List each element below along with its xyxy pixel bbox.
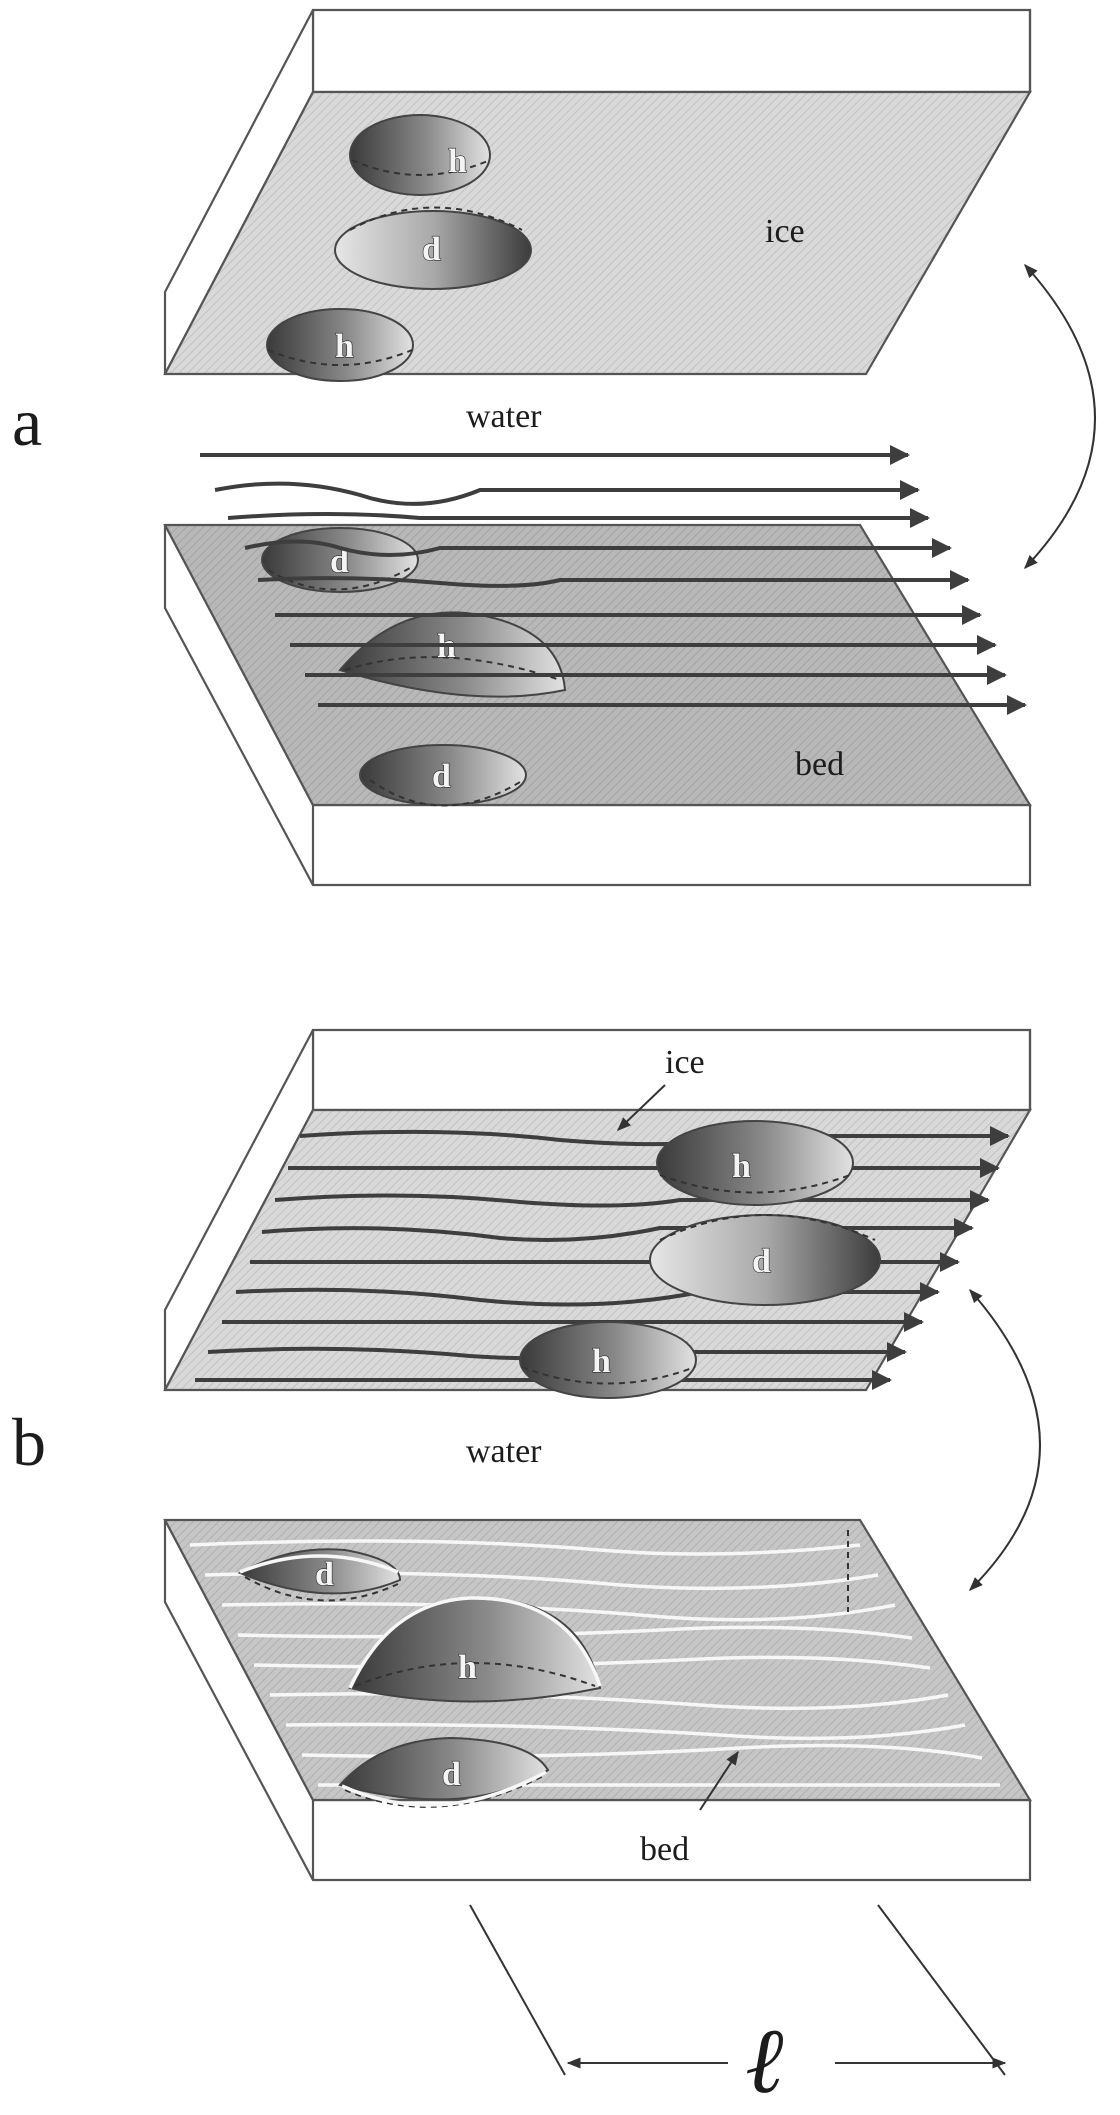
water-label-b: water [466, 1433, 542, 1470]
bed-flowline-3 [221, 1602, 896, 1622]
ice-blob-h-top-b: h [656, 1120, 854, 1206]
flowline-a-5 [257, 570, 970, 590]
bed-blob-h-mid-b-label: h [458, 1649, 477, 1686]
ice-slab-back-face [311, 8, 1032, 94]
ice-blob-h-bottom-b: h [519, 1321, 697, 1399]
bed-blob-d-bottom-b-label: d [442, 1756, 461, 1793]
ice-label-b: ice [665, 1044, 705, 1081]
ice-blob-h-top-b-label: h [732, 1148, 751, 1185]
bed-blob-d-top-b-label: d [315, 1556, 334, 1593]
length-label: ℓ [745, 2010, 783, 2112]
bed-surface-b [163, 1518, 1032, 1802]
flowline-b-3 [274, 1190, 990, 1210]
ice-flowlines-b [195, 1126, 1010, 1390]
bed-blob-d-top: d [261, 527, 419, 593]
flowline-b-4 [261, 1218, 974, 1243]
flowline-b-6 [235, 1282, 940, 1307]
exchange-arrow-b [969, 1288, 1041, 1591]
ice-slab-b: h d h ice [163, 1028, 1032, 1399]
length-extension-right [877, 1904, 1006, 2076]
ice-blob-h-top: h [349, 114, 491, 196]
flowline-a-4 [244, 538, 952, 558]
panel-a: a h d h ice [12, 8, 1096, 887]
exchange-arrow-a [1024, 263, 1096, 570]
bed-flowline-4 [237, 1625, 913, 1640]
bed-flowline-7 [285, 1722, 966, 1741]
bed-blob-d-top-b: d [237, 1548, 402, 1602]
ice-slab-a: h d h ice [163, 8, 1032, 382]
length-scale: ℓ [469, 1904, 1007, 2112]
bed-label-a: bed [795, 746, 844, 783]
bed-surface-a [163, 523, 1032, 807]
panel-b: b h [12, 1028, 1041, 2112]
flowline-a-3 [227, 508, 930, 528]
ice-blob-h-bottom-b-label: h [592, 1343, 611, 1380]
bed-blob-h-mid-b-rim [348, 1596, 602, 1689]
bed-blob-d-top-b-rim [239, 1554, 399, 1574]
flowline-a-2 [214, 480, 920, 506]
ice-blob-h-top-label: h [448, 143, 467, 180]
bed-slab-b: d h d bed [163, 1518, 1032, 1882]
bed-label-b: bed [640, 1831, 689, 1868]
bed-flowline-1 [189, 1539, 861, 1556]
ice-blob-d-mid-b: d [649, 1214, 881, 1306]
ice-pointer-b [616, 1084, 666, 1131]
bed-blob-d-bottom-label: d [432, 758, 451, 795]
bed-pointer-b [699, 1750, 739, 1811]
length-extension-left [469, 1904, 566, 2076]
ice-blob-h-bottom-label: h [335, 328, 354, 365]
ice-blob-d-mid-b-label: d [752, 1243, 771, 1280]
bed-blob-d-bottom: d [359, 744, 527, 807]
panel-letter-a: a [12, 384, 42, 460]
ice-blob-d-mid: d [334, 206, 532, 290]
bed-blob-d-bottom-b: d [338, 1736, 550, 1808]
bed-blob-d-top-label: d [330, 543, 349, 580]
ice-label-a: ice [765, 213, 805, 250]
bed-blob-d-bottom-b-rim [341, 1770, 547, 1807]
ice-blob-d-mid-label: d [422, 231, 441, 268]
bed-blob-h-mid-b: h [348, 1596, 602, 1703]
water-flowlines-a [200, 445, 1027, 715]
panel-letter-b: b [12, 1404, 46, 1480]
ice-blob-h-bottom: h [266, 308, 414, 382]
water-label-a: water [466, 398, 542, 435]
